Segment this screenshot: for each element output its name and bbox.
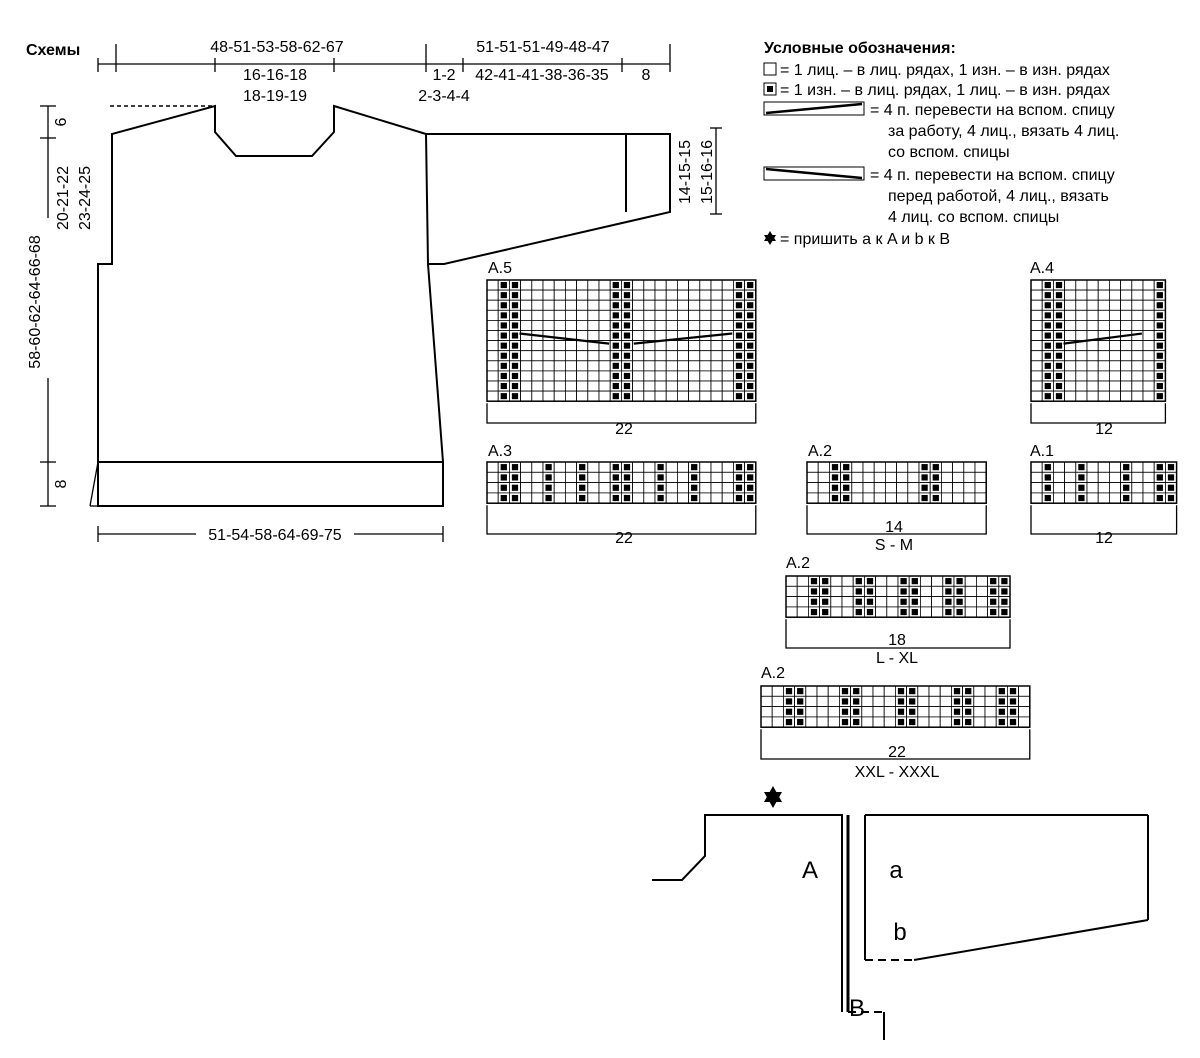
star-icon xyxy=(764,786,782,808)
dim-left-8: 8 xyxy=(53,479,70,488)
left-dimension: 6 20-21-22 23-24-25 58-60-62-64-66-68 8 xyxy=(27,105,94,507)
dim-left-6: 6 xyxy=(53,117,70,126)
chart-label-a2-xxl: A.2 xyxy=(761,665,785,682)
legend-item-1: = 1 лиц. – в лиц. рядах, 1 изн. – в изн.… xyxy=(780,62,1110,79)
chart-a1-grid xyxy=(1030,461,1178,535)
chart-label-a1: A.1 xyxy=(1030,443,1054,460)
legend-item-3-line-2: за работу, 4 лиц., вязать 4 лиц. xyxy=(888,123,1119,140)
chart-size-a2-sm: S - M xyxy=(875,537,913,554)
dim-shoulder-2: 2-3-4-4 xyxy=(418,88,470,105)
chart-size-a2-lxl: L - XL xyxy=(876,650,918,667)
knit-symbol-icon xyxy=(763,62,777,76)
cuff-dimension: 14-15-15 15-16-16 xyxy=(677,127,722,215)
dim-sleeve-end: 8 xyxy=(642,67,651,84)
dim-left-armhole-1: 20-21-22 xyxy=(55,166,72,230)
dim-cuff-2: 15-16-16 xyxy=(699,140,716,204)
garment-outline xyxy=(89,104,671,507)
legend-item-4-line-2: перед работой, 4 лиц., вязать xyxy=(888,188,1109,205)
legend-item-3-line-1: = 4 п. перевести на вспом. спицу xyxy=(870,102,1115,119)
dim-neck-width-1: 16-16-18 xyxy=(243,67,307,84)
dim-left-total: 58-60-62-64-66-68 xyxy=(27,235,44,369)
legend-item-3-line-3: со вспом. спицы xyxy=(888,144,1010,161)
chart-size-a2-xxl: XXL - XXXL xyxy=(855,764,940,781)
dim-sleeve-mid: 42-41-41-38-36-35 xyxy=(475,67,609,84)
dim-left-armhole-2: 23-24-25 xyxy=(77,166,94,230)
dim-top-body: 48-51-53-58-62-67 xyxy=(210,39,344,56)
cable-back-symbol-icon xyxy=(763,101,865,116)
legend: Условные обозначения: = 1 лиц. – в лиц. … xyxy=(763,40,1119,248)
chart-width-a1: 12 xyxy=(1095,530,1113,547)
top-dimension: 48-51-53-58-62-67 51-51-51-49-48-47 16-1… xyxy=(97,36,671,105)
chart-width-a2-xxl: 22 xyxy=(888,744,906,761)
dim-neck-width-2: 18-19-19 xyxy=(243,88,307,105)
chart-width-a4: 12 xyxy=(1095,421,1113,438)
label-A: A xyxy=(802,857,818,884)
page-title: Схемы xyxy=(26,42,80,59)
purl-symbol-icon xyxy=(763,82,777,96)
dim-shoulder-1: 1-2 xyxy=(432,67,455,84)
dim-top-sleeve: 51-51-51-49-48-47 xyxy=(476,39,610,56)
chart-label-a3: A.3 xyxy=(488,443,512,460)
chart-a5-grid xyxy=(486,279,757,424)
chart-label-a2-sm: A.2 xyxy=(808,443,832,460)
legend-item-4-line-1: = 4 п. перевести на вспом. спицу xyxy=(870,167,1115,184)
chart-width-a5: 22 xyxy=(615,421,633,438)
label-b: b xyxy=(893,919,906,946)
chart-width-a2-sm: 14 xyxy=(885,519,903,536)
chart-a3-grid xyxy=(486,461,757,535)
legend-item-2: = 1 изн. – в лиц. рядах, 1 лиц. – в изн.… xyxy=(780,82,1110,99)
label-a: a xyxy=(889,857,903,884)
chart-a2-sm-grid xyxy=(806,461,987,535)
chart-a2-xxl-grid xyxy=(760,685,1031,760)
chart-width-a2-lxl: 18 xyxy=(888,632,906,649)
legend-item-4-line-3: 4 лиц. со вспом. спицы xyxy=(888,209,1059,226)
bottom-dimension: 51-54-58-64-69-75 xyxy=(97,524,444,544)
chart-label-a4: A.4 xyxy=(1030,260,1054,277)
knitting-charts xyxy=(486,279,1178,760)
dim-cuff-1: 14-15-15 xyxy=(677,140,694,204)
label-B: B xyxy=(849,995,865,1022)
chart-width-a3: 22 xyxy=(615,530,633,547)
dim-bottom: 51-54-58-64-69-75 xyxy=(208,527,342,544)
chart-label-a2-lxl: A.2 xyxy=(786,555,810,572)
cable-front-symbol-icon xyxy=(763,166,865,181)
assembly-diagram: A a b B xyxy=(652,786,1149,1040)
legend-title: Условные обозначения: xyxy=(764,40,956,57)
chart-a4-grid xyxy=(1030,279,1167,424)
star-icon xyxy=(764,231,776,245)
chart-a2-lxl-grid xyxy=(785,575,1011,649)
chart-label-a5: A.5 xyxy=(488,260,512,277)
legend-item-5: = пришить a к A и b к B xyxy=(780,231,950,248)
